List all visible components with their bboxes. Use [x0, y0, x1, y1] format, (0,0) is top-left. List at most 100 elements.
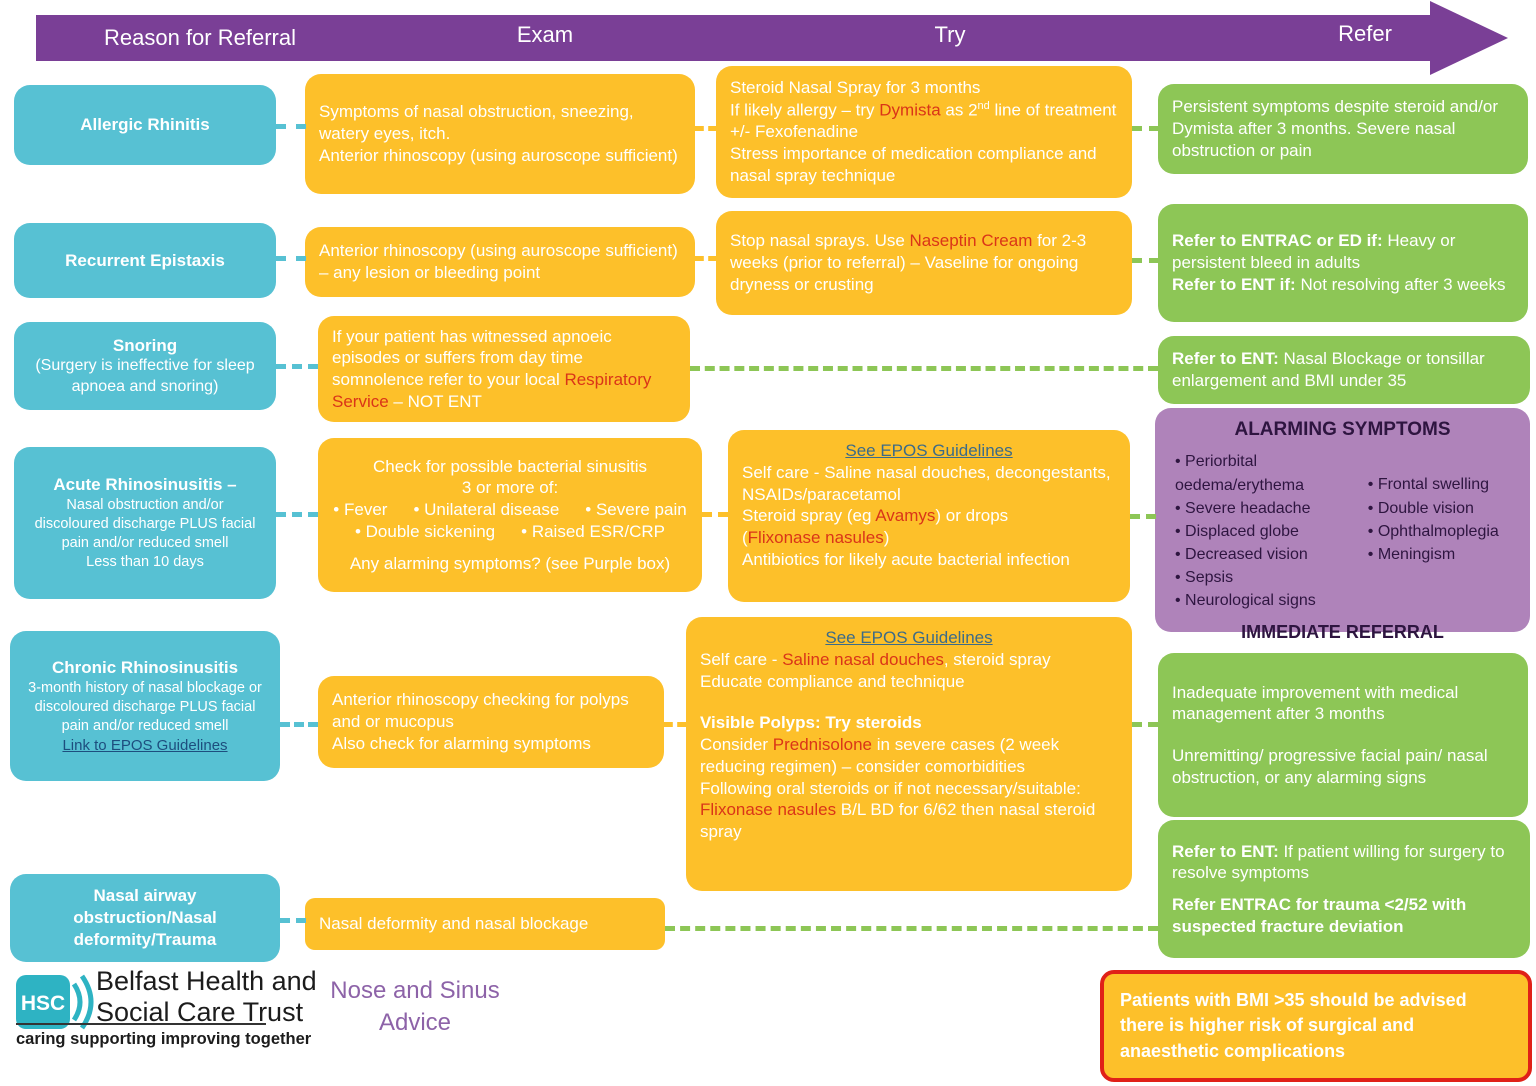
reason-title: Nasal airway obstruction/Nasal deformity… — [73, 886, 217, 949]
alarming-item: Double vision — [1368, 497, 1516, 520]
try-text: Steroid Nasal Spray for 3 months — [730, 78, 981, 98]
reason-subtitle: (Surgery is ineffective for sleep apnoea… — [35, 357, 255, 395]
reason-subtitle: Nasal obstruction and/or discoloured dis… — [34, 497, 256, 551]
alarming-title: ALARMING SYMPTOMS — [1234, 419, 1451, 440]
refer-text: Persistent symptoms despite steroid and/… — [1172, 97, 1498, 160]
connector — [695, 126, 717, 131]
alarming-item: Sepsis — [1175, 566, 1362, 589]
refer-text: Unremitting/ progressive facial pain/ na… — [1172, 746, 1488, 787]
reason-subtitle: Less than 10 days — [86, 553, 204, 570]
org-name: Belfast Health and Social Care Trust — [96, 966, 317, 1028]
try-text: (Flixonase nasules) — [742, 528, 890, 547]
alarming-item: Severe headache — [1175, 497, 1362, 520]
page-title: Nose and Sinus Advice — [330, 977, 500, 1037]
alarming-item: Displaced globe — [1175, 520, 1362, 543]
refer-box-recurrent-epistaxis: Refer to ENTRAC or ED if: Heavy or persi… — [1158, 204, 1528, 322]
connector — [276, 512, 318, 517]
exam-text: 3 or more of: — [461, 478, 559, 498]
refer-text: Refer to ENTRAC or ED if: Heavy or persi… — [1172, 231, 1456, 273]
exam-text: If your patient has witnessed apnoeic ep… — [332, 326, 652, 411]
refer-box-ent-entrac: Refer to ENT: If patient willing for sur… — [1158, 820, 1530, 958]
saline-douches: Saline nasal douches — [782, 649, 944, 669]
alarming-lists: Periorbital oedema/erythema Severe heada… — [1169, 450, 1516, 612]
exam-box-nasal-obstruction: Nasal deformity and nasal blockage — [305, 898, 665, 950]
exam-text: Any alarming symptoms? (see Purple box) — [349, 553, 671, 573]
alarming-item: Periorbital oedema/erythema — [1175, 450, 1362, 496]
try-text: Educate compliance and technique — [700, 671, 965, 691]
try-box-acute-rhinosinusitis: See EPOS Guidelines Self care - Saline n… — [728, 430, 1130, 602]
exam-text: Anterior rhinoscopy (using auroscope suf… — [319, 145, 678, 165]
exam-text: Anterior rhinoscopy (using auroscope suf… — [319, 241, 678, 282]
reason-box-chronic-rhinosinusitis: Chronic Rhinosinusitis 3-month history o… — [10, 631, 280, 781]
alarming-item: Ophthalmoplegia — [1368, 520, 1516, 543]
reason-box-snoring: Snoring (Surgery is ineffective for slee… — [14, 322, 276, 410]
reason-box-recurrent-epistaxis: Recurrent Epistaxis — [14, 223, 276, 298]
exam-box-chronic-rhinosinusitis: Anterior rhinoscopy checking for polyps … — [318, 676, 664, 768]
connector — [690, 366, 1158, 371]
try-text: Steroid spray (eg Avamys) or drops — [742, 506, 1009, 526]
column-header-exam: Exam — [516, 22, 574, 47]
alarming-footer: IMMEDIATE REFERRAL — [1241, 621, 1444, 642]
exam-text: Check for possible bacterial sinusitis — [372, 456, 647, 476]
connector — [276, 364, 318, 369]
alarming-item: Frontal swelling — [1368, 473, 1516, 496]
try-text: Flixonase nasules B/L BD for 6/62 then n… — [700, 800, 1096, 841]
refer-text: Inadequate improvement with medical mana… — [1172, 682, 1459, 724]
refer-box-chronic-rhinosinusitis: Inadequate improvement with medical mana… — [1158, 653, 1528, 817]
drug-dymista: Dymista — [879, 100, 941, 120]
try-text: Self care - Saline nasal douches, steroi… — [700, 649, 1051, 669]
exam-text: Anterior rhinoscopy checking for polyps … — [332, 690, 629, 732]
reason-title: Recurrent Epistaxis — [65, 250, 225, 270]
exam-text: Nasal deformity and nasal blockage — [319, 914, 589, 934]
connector — [1132, 722, 1158, 727]
connector — [276, 124, 306, 129]
drug-prednisolone: Prednisolone — [772, 735, 873, 754]
drug-avamys: Avamys — [875, 506, 936, 526]
bmi-warning-text: Patients with BMI >35 should be advised … — [1120, 990, 1467, 1061]
exam-bullets-row1: Fever Unilateral disease Severe pain — [332, 499, 688, 521]
reason-subtitle: 3-month history of nasal blockage or dis… — [28, 680, 262, 734]
connector — [280, 722, 318, 727]
header-arrow-head-icon — [1430, 1, 1508, 75]
refer-text: Refer ENTRAC for trauma <2/52 with suspe… — [1172, 895, 1467, 936]
header-arrow-band — [36, 15, 1432, 61]
try-text: Antibiotics for likely acute bacterial i… — [742, 549, 1070, 569]
exam-text: Symptoms of nasal obstruction, sneezing,… — [319, 102, 634, 144]
connector — [702, 512, 728, 517]
refer-text: Refer to ENT: If patient willing for sur… — [1172, 841, 1505, 883]
column-header-refer: Refer — [1338, 21, 1392, 46]
try-text: Stress importance of medication complian… — [730, 144, 1097, 185]
exam-box-acute-rhinosinusitis: Check for possible bacterial sinusitis 3… — [318, 438, 702, 592]
connector — [695, 256, 717, 261]
exam-bullets-row2: Double sickening Raised ESR/CRP — [332, 521, 688, 543]
try-box-allergic-rhinitis: Steroid Nasal Spray for 3 months If like… — [716, 66, 1132, 198]
reason-box-allergic-rhinitis: Allergic Rhinitis — [14, 85, 276, 165]
try-text: Consider Prednisolone in severe cases (2… — [700, 735, 1060, 776]
alarming-item: Neurological signs — [1175, 589, 1362, 612]
epos-guidelines-link[interactable]: See EPOS Guidelines — [825, 628, 993, 647]
org-tagline: caring supporting improving together — [16, 1030, 312, 1048]
epos-guidelines-link[interactable]: Link to EPOS Guidelines — [62, 736, 228, 754]
try-text: Stop nasal sprays. Use Naseptin Cream fo… — [730, 231, 1087, 294]
exam-box-snoring: If your patient has witnessed apnoeic ep… — [318, 316, 690, 422]
connector — [665, 926, 1158, 931]
column-header-try: Try — [934, 22, 966, 47]
refer-box-allergic-rhinitis: Persistent symptoms despite steroid and/… — [1158, 84, 1528, 174]
divider — [16, 1023, 266, 1025]
try-text: Self care - Saline nasal douches, decong… — [742, 462, 1111, 504]
alarming-item: Meningism — [1368, 543, 1516, 566]
exam-text: Also check for alarming symptoms — [332, 733, 591, 753]
connector — [1132, 126, 1159, 131]
try-box-recurrent-epistaxis: Stop nasal sprays. Use Naseptin Cream fo… — [716, 211, 1132, 315]
bmi-warning-box: Patients with BMI >35 should be advised … — [1100, 970, 1532, 1082]
epos-guidelines-link[interactable]: See EPOS Guidelines — [845, 441, 1013, 460]
try-box-chronic-rhinosinusitis: See EPOS Guidelines Self care - Saline n… — [686, 617, 1132, 891]
reason-title: Acute Rhinosinusitis – — [53, 475, 237, 495]
reason-title: Allergic Rhinitis — [80, 115, 210, 135]
refer-box-snoring: Refer to ENT: Nasal Blockage or tonsilla… — [1158, 336, 1530, 404]
try-text: If likely allergy – try Dymista as 2nd l… — [730, 100, 1117, 142]
reason-title: Snoring — [112, 335, 178, 355]
column-header-reason: Reason for Referral — [104, 25, 296, 50]
drug-flixonase: Flixonase nasules — [700, 800, 837, 820]
